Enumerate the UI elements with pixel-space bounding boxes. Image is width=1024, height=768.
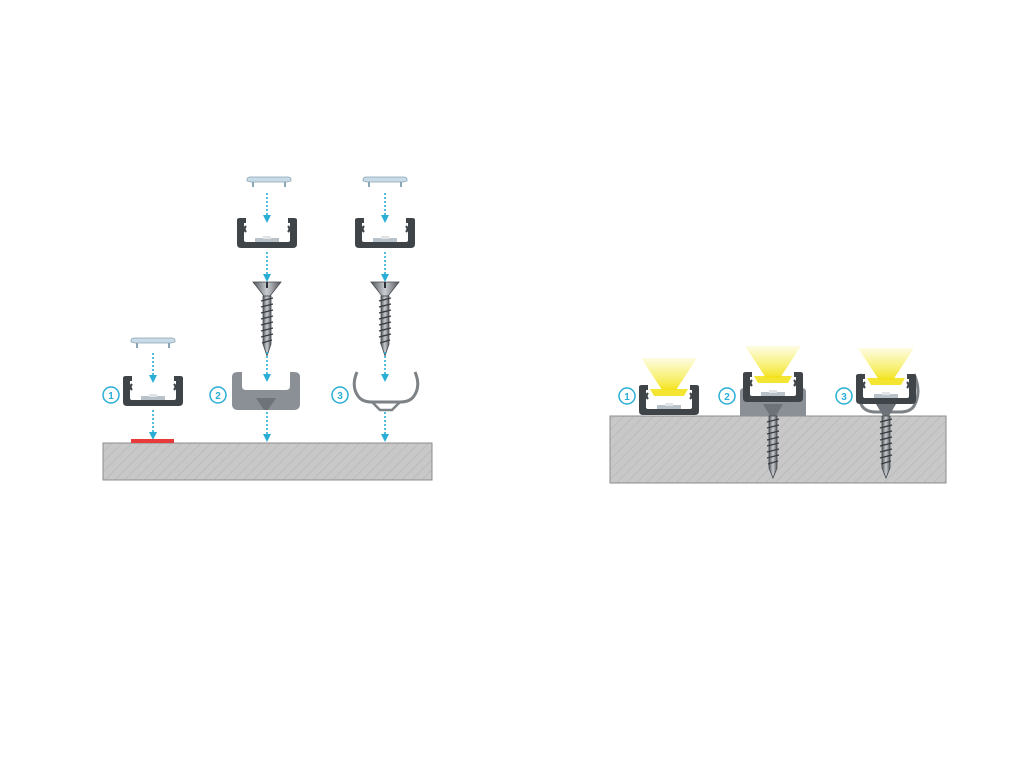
arrow-icon xyxy=(380,192,390,224)
variant-number-badge: 3 xyxy=(835,387,853,405)
arrow-icon xyxy=(262,351,272,383)
arrow-icon xyxy=(262,192,272,224)
installed-variant-1: 1 xyxy=(618,358,701,417)
assembly-variant-3: 3 xyxy=(331,176,420,443)
variant-number-badge: 2 xyxy=(209,386,227,404)
diffuser-cover xyxy=(246,176,292,188)
variant-number: 3 xyxy=(841,392,847,403)
assembly-variant-2: 2 xyxy=(209,176,300,443)
variant-number-badge: 1 xyxy=(102,386,120,404)
variant-number: 1 xyxy=(624,392,630,403)
arrow-icon xyxy=(262,251,272,283)
arrow-icon xyxy=(148,409,158,441)
variant-number-badge: 1 xyxy=(618,387,636,405)
led-light-beam xyxy=(745,346,801,378)
mounting-surface xyxy=(102,442,433,481)
variant-number: 2 xyxy=(724,392,730,403)
arrow-icon xyxy=(380,351,390,383)
mounting-bracket xyxy=(232,372,300,410)
variant-number: 2 xyxy=(215,391,221,402)
arrow-icon xyxy=(380,411,390,443)
diffuser-cover xyxy=(362,176,408,188)
installed-panel: 1 2 3 xyxy=(609,346,947,484)
variant-number-badge: 2 xyxy=(718,387,736,405)
spring-clip xyxy=(352,371,420,404)
variant-number-badge: 3 xyxy=(331,386,349,404)
diffuser-cover xyxy=(130,337,176,349)
screw xyxy=(370,281,400,357)
arrow-icon xyxy=(262,411,272,443)
assembly-variant-1: 1 xyxy=(102,337,185,443)
variant-number: 3 xyxy=(337,391,343,402)
led-light-beam xyxy=(641,358,697,390)
arrow-icon xyxy=(148,352,158,384)
screw xyxy=(252,281,282,357)
variant-number: 1 xyxy=(108,391,114,402)
led-light-beam xyxy=(858,348,914,380)
installed-variant-2: 2 xyxy=(718,346,806,480)
installed-variant-3: 3 xyxy=(835,348,920,480)
arrow-icon xyxy=(380,251,390,283)
adhesive-tape xyxy=(131,439,174,443)
assembly-panel: 1 2 xyxy=(102,176,433,481)
